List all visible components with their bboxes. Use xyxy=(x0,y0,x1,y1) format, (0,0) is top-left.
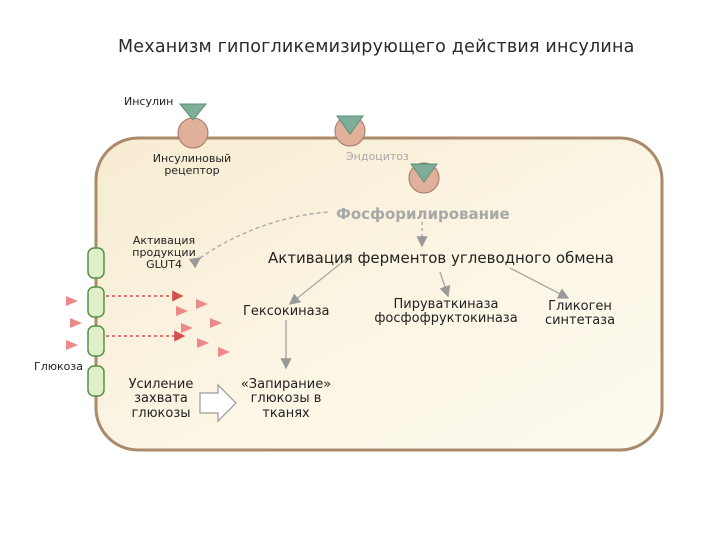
glut4-channels xyxy=(87,247,105,397)
uptake-line-3: глюкозы xyxy=(131,405,191,421)
uptake-line-1: Усиление xyxy=(128,377,194,392)
pyruvate-line-1: Пируваткиназа xyxy=(393,297,499,312)
glycogen-label: Гликоген синтетаза xyxy=(540,299,620,329)
glucose-molecules xyxy=(66,296,230,357)
insulin-label: Инсулин xyxy=(124,95,174,108)
enzymes-label: Активация ферментов углеводного обмена xyxy=(268,249,614,267)
glycogen-line-1: Гликоген xyxy=(548,299,612,314)
signal-arrows xyxy=(188,211,570,370)
receptor-line-1: Инсулиновый xyxy=(152,152,232,165)
pyruvate-line-2: фосфофруктокиназа xyxy=(374,311,518,327)
endocytosis-label: Эндоцитоз xyxy=(346,150,409,163)
endocytosis-complex xyxy=(334,115,366,147)
pyruvate-label: Пируваткиназа фосфофруктокиназа xyxy=(368,297,524,327)
glucose-transport-arrows xyxy=(106,290,186,342)
glut4-line-1: Активация xyxy=(132,234,196,247)
internalized-complex xyxy=(408,162,440,194)
insulin-receptor xyxy=(177,103,209,149)
glucose-label: Глюкоза xyxy=(34,360,83,373)
receptor-label: Инсулиновый рецептор xyxy=(150,152,234,178)
uptake-label: Усиление захвата глюкозы xyxy=(122,377,200,421)
locking-line-1: «Запирание» xyxy=(240,377,332,392)
receptor-line-2: рецептор xyxy=(164,164,220,178)
glut4-line-2: продукции xyxy=(132,246,196,260)
locking-line-3: тканях xyxy=(262,405,310,421)
glut4-label: Активация продукции GLUT4 xyxy=(128,234,200,272)
uptake-arrow xyxy=(199,383,237,423)
uptake-line-2: захвата xyxy=(134,391,188,407)
phosphorylation-label: Фосфорилирование xyxy=(336,205,510,223)
locking-line-2: глюкозы в xyxy=(250,391,322,407)
glycogen-line-2: синтетаза xyxy=(544,313,616,329)
hexokinase-label: Гексокиназа xyxy=(243,304,330,319)
locking-label: «Запирание» глюкозы в тканях xyxy=(238,377,334,421)
glut4-line-3: GLUT4 xyxy=(146,258,182,272)
page-title: Механизм гипогликемизирующего действия и… xyxy=(118,37,635,57)
